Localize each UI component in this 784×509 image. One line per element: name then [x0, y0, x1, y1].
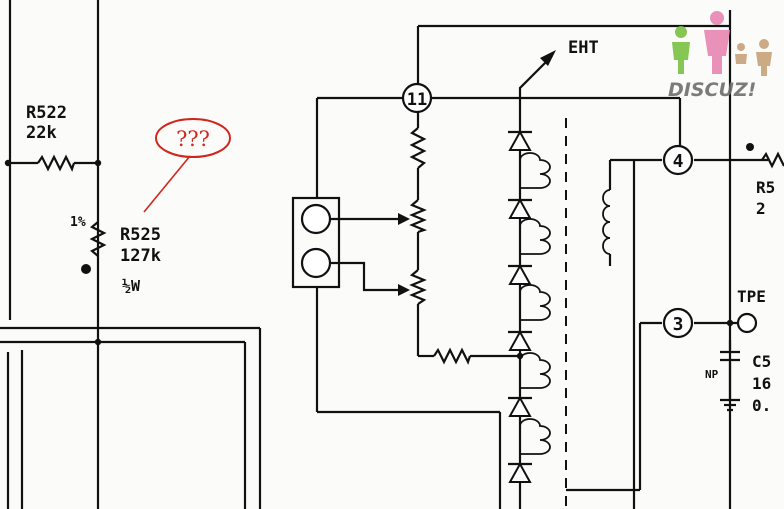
r525-value: 127k — [120, 246, 161, 266]
discuz-watermark: DISCUZ! — [668, 11, 772, 101]
primary-winding — [566, 143, 784, 509]
coil-4 — [519, 352, 551, 389]
diode-6 — [508, 461, 532, 483]
r522-resistor — [37, 154, 76, 172]
chain-resistor-bottom — [433, 347, 472, 365]
diode-coil-stack — [518, 50, 567, 509]
node-3-label: 3 — [673, 314, 684, 335]
diode-5 — [508, 395, 532, 417]
node-4-label: 4 — [673, 151, 684, 172]
r522-ref: R522 — [26, 103, 67, 123]
r5x-ref: R5 — [756, 178, 775, 197]
diode-4 — [508, 329, 532, 351]
r525-tolerance: 1% — [70, 215, 86, 230]
diode-1 — [508, 129, 532, 151]
tpe-ref: TPE — [737, 287, 766, 306]
question-annotation: ??? — [143, 118, 231, 213]
r525-test-point — [81, 264, 91, 274]
coil-1 — [519, 152, 551, 189]
eht-label: EHT — [568, 38, 599, 58]
screen-knob — [300, 247, 332, 279]
logo-figure-small-body — [735, 54, 747, 64]
annotation-text: ??? — [176, 127, 210, 151]
c5x-value: 16 — [752, 374, 771, 393]
secondary-coils — [519, 152, 551, 455]
r525-resistor — [89, 221, 107, 257]
eht-arrowhead — [540, 50, 556, 66]
screen-potentiometer — [409, 269, 427, 305]
diode-3 — [508, 263, 532, 285]
focus-potentiometer — [409, 199, 428, 234]
node-3: 3 — [662, 307, 694, 339]
c5x-capacitor — [720, 340, 740, 412]
left-wiring — [0, 0, 262, 509]
logo-figure-small-head — [737, 43, 745, 51]
wiper-arrows — [330, 213, 410, 296]
c5x-value2: 0. — [752, 396, 771, 415]
diodes — [508, 129, 532, 483]
r525-ref: R525 — [120, 225, 161, 245]
r522-value: 22k — [26, 123, 57, 143]
c5x-ref: C5 — [752, 352, 771, 371]
annotation-ellipse — [155, 118, 231, 158]
coil-5 — [519, 418, 551, 455]
chain-resistor-top — [409, 127, 427, 169]
node-4: 4 — [662, 144, 694, 176]
r525-power: ½W — [122, 277, 141, 295]
watermark-text: DISCUZ! — [668, 79, 756, 101]
node-11-label: 11 — [407, 90, 427, 110]
knob-housing — [291, 196, 341, 289]
annotation-pointer — [143, 155, 191, 213]
node-11: 11 — [401, 82, 433, 114]
tpe-test-point — [736, 312, 758, 334]
focus-knob — [300, 203, 332, 235]
logo-figure-pink-body — [704, 30, 730, 74]
coil-3 — [519, 284, 551, 321]
logo-figure-green-head — [675, 26, 687, 38]
coil-2 — [519, 218, 551, 255]
pot-knob-block — [291, 196, 341, 289]
logo-figure-tan-head — [759, 39, 769, 49]
center-wiring — [315, 10, 732, 509]
r5x-value: 2 — [756, 199, 766, 218]
c5x-polarity: NP — [705, 368, 719, 381]
logo-figure-pink-head — [710, 11, 724, 25]
logo-figure-tan-body — [756, 52, 772, 76]
diode-2 — [508, 197, 532, 219]
logo-figure-green-body — [672, 42, 690, 74]
